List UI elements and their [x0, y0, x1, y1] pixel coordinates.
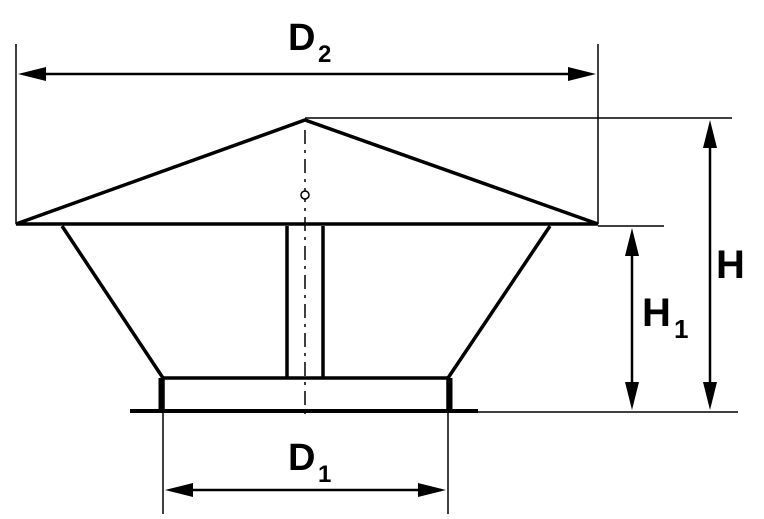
h1-arrow-bottom: [625, 382, 639, 410]
dimension-h: H: [703, 120, 745, 410]
h-arrow-top: [703, 120, 717, 148]
base-flange: [130, 376, 478, 413]
diffuser-right-edge: [446, 225, 552, 379]
center-mark: [300, 190, 310, 200]
d1-arrow-right: [418, 483, 446, 497]
diffuser-body: [60, 225, 552, 379]
d2-arrow-left: [18, 67, 46, 81]
d1-arrow-left: [165, 483, 193, 497]
diffuser-left-edge: [60, 225, 165, 379]
d1-subscript: 1: [318, 461, 331, 488]
extension-lines: [15, 44, 738, 514]
d2-subscript: 2: [318, 41, 331, 68]
cone-outline: [15, 118, 599, 226]
d2-arrow-right: [568, 67, 596, 81]
dimension-d2: D 2: [18, 17, 596, 81]
roof-cone: [15, 118, 599, 226]
h1-subscript: 1: [674, 314, 688, 344]
dimension-d1: D 1: [165, 437, 446, 497]
dimension-h1: H 1: [625, 228, 688, 410]
d2-label: D: [288, 17, 315, 59]
h-arrow-bottom: [703, 382, 717, 410]
h1-label: H: [642, 291, 671, 335]
support-stem: [285, 226, 325, 378]
h-label: H: [716, 243, 745, 287]
center-axis: [300, 130, 310, 420]
h1-arrow-top: [625, 228, 639, 256]
d1-label: D: [288, 437, 315, 479]
